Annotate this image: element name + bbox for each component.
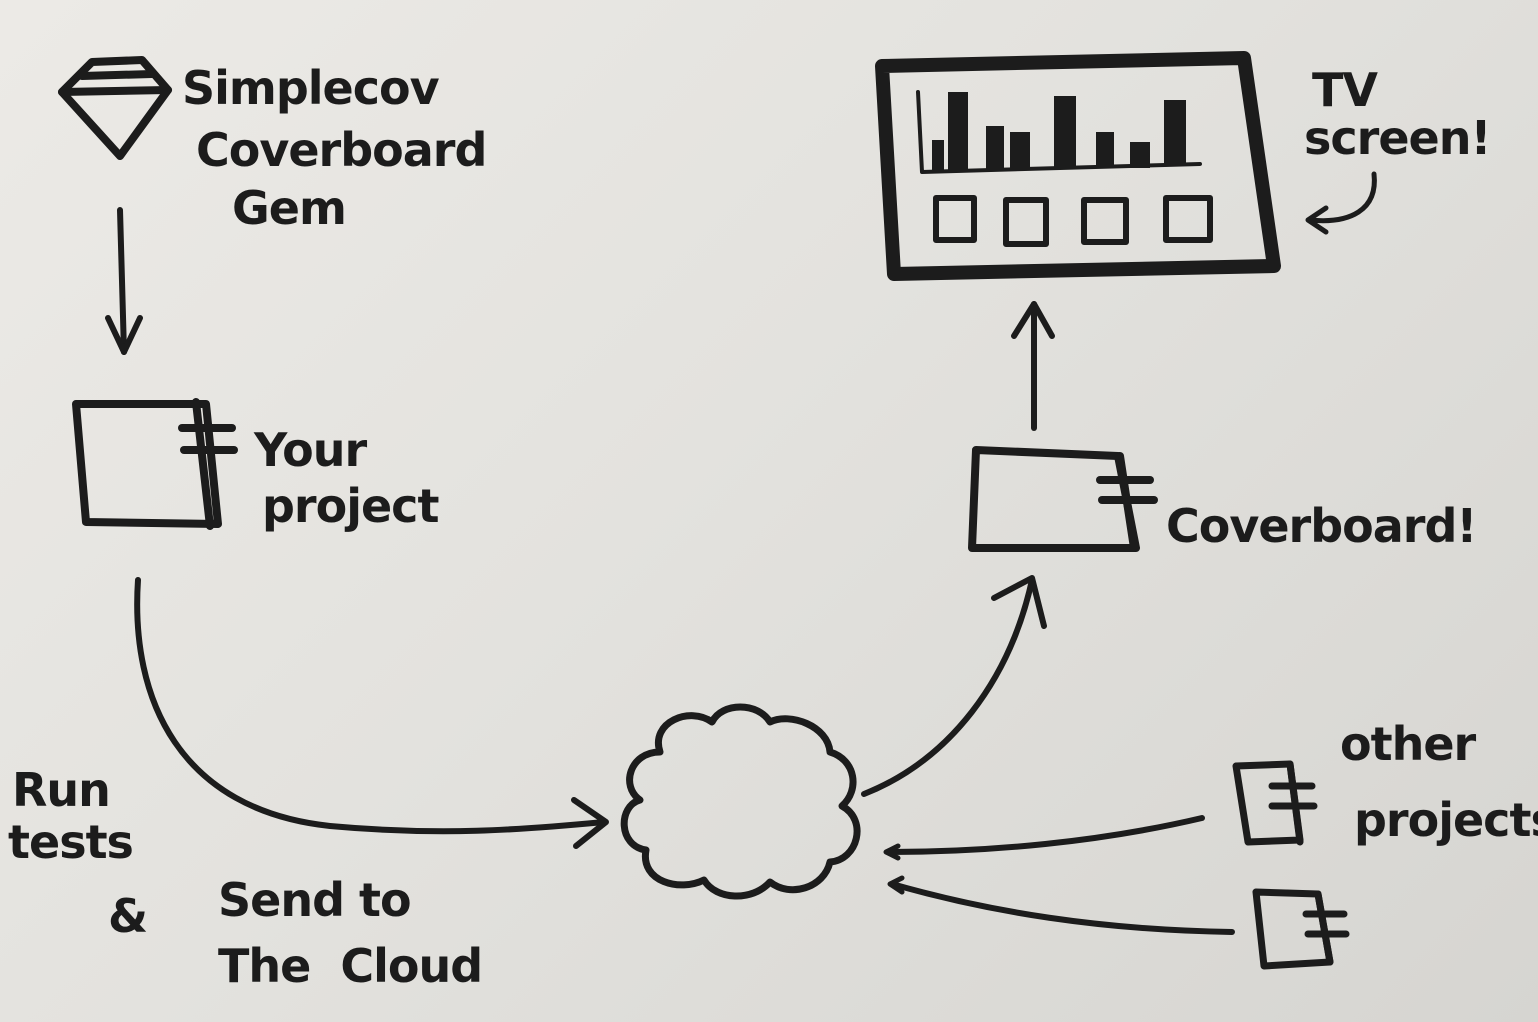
arrow-label-to-tv <box>1305 171 1377 235</box>
cloud-icon <box>620 703 861 900</box>
tv-screen-line-1: TV <box>1312 63 1378 117</box>
tv-thumbnails <box>933 195 1213 247</box>
project-label-line-2: project <box>262 479 438 533</box>
tv-bar-chart <box>932 92 1186 170</box>
tv-screen-line-2: screen! <box>1304 111 1490 165</box>
project-label-line-1: Your <box>253 423 367 477</box>
arrow-project-to-cloud <box>134 577 609 849</box>
other-projects-label: other projects <box>1340 717 1538 847</box>
project-label: Your project <box>253 423 439 533</box>
gem-icon <box>58 56 172 160</box>
project-box-icon <box>72 398 238 530</box>
other-projects-line-1: other <box>1340 717 1477 771</box>
arrow-cloud-to-coverboard <box>861 575 1047 797</box>
tv-screen-icon <box>875 51 1281 281</box>
other-projects-line-2: projects <box>1354 793 1538 847</box>
run-tests-line-3: & <box>108 889 147 943</box>
send-to-cloud-line-1: Send to <box>218 873 411 927</box>
coverboard-box-icon <box>968 446 1158 552</box>
tv-screen-label: TV screen! <box>1304 63 1491 165</box>
arrow-other-project-1-to-cloud <box>883 815 1205 861</box>
other-project-box-2 <box>1252 888 1350 970</box>
run-tests-line-1: Run <box>12 763 110 817</box>
gem-label-line-1: Simplecov <box>182 61 440 115</box>
send-to-cloud-line-2: The Cloud <box>218 939 482 993</box>
run-tests-label: Run tests & <box>8 763 148 943</box>
arrow-coverboard-to-tv <box>1011 301 1055 431</box>
other-project-box-1 <box>1232 760 1318 846</box>
gem-label-line-3: Gem <box>232 181 346 235</box>
coverboard-label: Coverboard! <box>1166 499 1476 553</box>
gem-label-line-2: Coverboard <box>196 123 486 177</box>
arrow-other-project-2-to-cloud <box>887 875 1235 935</box>
gem-label: Simplecov Coverboard Gem <box>182 61 487 235</box>
run-tests-line-2: tests <box>8 815 133 869</box>
send-to-cloud-label: Send to The Cloud <box>218 873 483 993</box>
arrow-gem-to-project <box>105 207 143 355</box>
